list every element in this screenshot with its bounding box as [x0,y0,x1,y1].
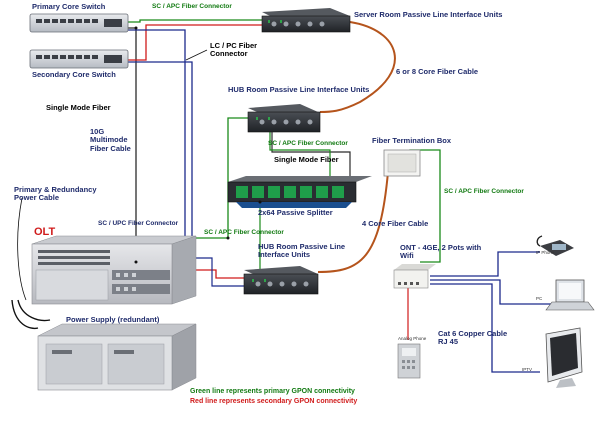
cat6-label: Cat 6 Copper Cable RJ 45 [438,329,508,347]
ip-phone-label: IP Phone [536,250,555,255]
six-eight-core-cable [319,21,396,113]
legend-red: Red line represents secondary GPON conne… [190,398,358,405]
hub-room-unit-top [247,104,321,133]
fiber-termination-box-label: Fiber Termination Box [372,136,452,145]
server-room-unit [261,8,351,33]
four-core-cable [317,171,389,273]
analog-phone-device [397,343,421,379]
secondary-core-switch [29,49,129,69]
olt-rack [31,235,197,305]
hub-splitter-line [271,132,351,176]
hub-room-unit-bottom [243,266,319,295]
sc-apc-middle-label: SC / APC Fiber Connector [268,140,348,147]
ont-device [393,264,436,289]
server-room-units-label: Server Room Passive Line Interface Units [354,10,503,19]
splitter-label: 2x64 Passive Splitter [258,208,333,217]
hub-room-units-top-label: HUB Room Passive Line Interface Units [228,85,370,94]
ont-ipphone-line [430,251,540,277]
power-cable-label: Primary & Redundancy Power Cable [14,185,97,203]
single-mode-center-label: Single Mode Fiber [274,155,339,164]
lc-pointer [185,49,208,61]
ont-pc-line [430,279,552,305]
sc-apc-lower-label: SC / APC Fiber Connector [204,229,284,236]
primary-core-switch [29,13,129,33]
secondary-core-switch-label: Secondary Core Switch [32,70,116,79]
secondary-fiber-line [128,24,268,61]
iptv-label: IPTV [522,367,533,372]
power-supply [37,323,197,391]
connector-dots [134,26,262,264]
sc-apc-right-label: SC / APC Fiber Connector [444,188,524,195]
single-mode-left-label: Single Mode Fiber [46,103,111,112]
hub-splitter-green [269,132,331,176]
ip-phone-device [536,235,574,256]
power-cable-2 [17,299,51,322]
sc-apc-top-label: SC / APC Fiber Connector [152,3,232,10]
four-core-label: 4 Core Fiber Cable [362,219,429,228]
six-eight-core-label: 6 or 8 Core Fiber Cable [396,67,479,76]
multimode-label: 10G Multimode Fiber Cable [90,127,131,153]
ont-iptv-line [430,283,540,373]
power-cable [11,299,39,330]
pc-device [545,279,595,311]
iptv-device [545,327,583,388]
power-pointer [17,197,27,301]
passive-splitter [227,176,372,208]
olt-label: OLT [34,226,56,238]
legend-green: Green line represents primary GPON conne… [190,388,355,395]
fiber-termination-box [383,149,421,177]
pc-label: PC [536,296,543,301]
primary-core-switch-label: Primary Core Switch [32,2,106,11]
sc-upc-label: SC / UPC Fiber Connector [98,220,179,227]
lc-pc-label: LC / PC Fiber Connector [210,41,258,59]
hub-room-units-bottom-label: HUB Room Passive Line Interface Units [258,242,346,260]
analog-phone-label: Analog Phone [398,336,427,341]
power-supply-label: Power Supply (redundant) [66,315,160,324]
ont-label: ONT - 4GE, 2 Pots with Wifi [400,243,482,261]
primary-fiber-line [128,19,268,23]
